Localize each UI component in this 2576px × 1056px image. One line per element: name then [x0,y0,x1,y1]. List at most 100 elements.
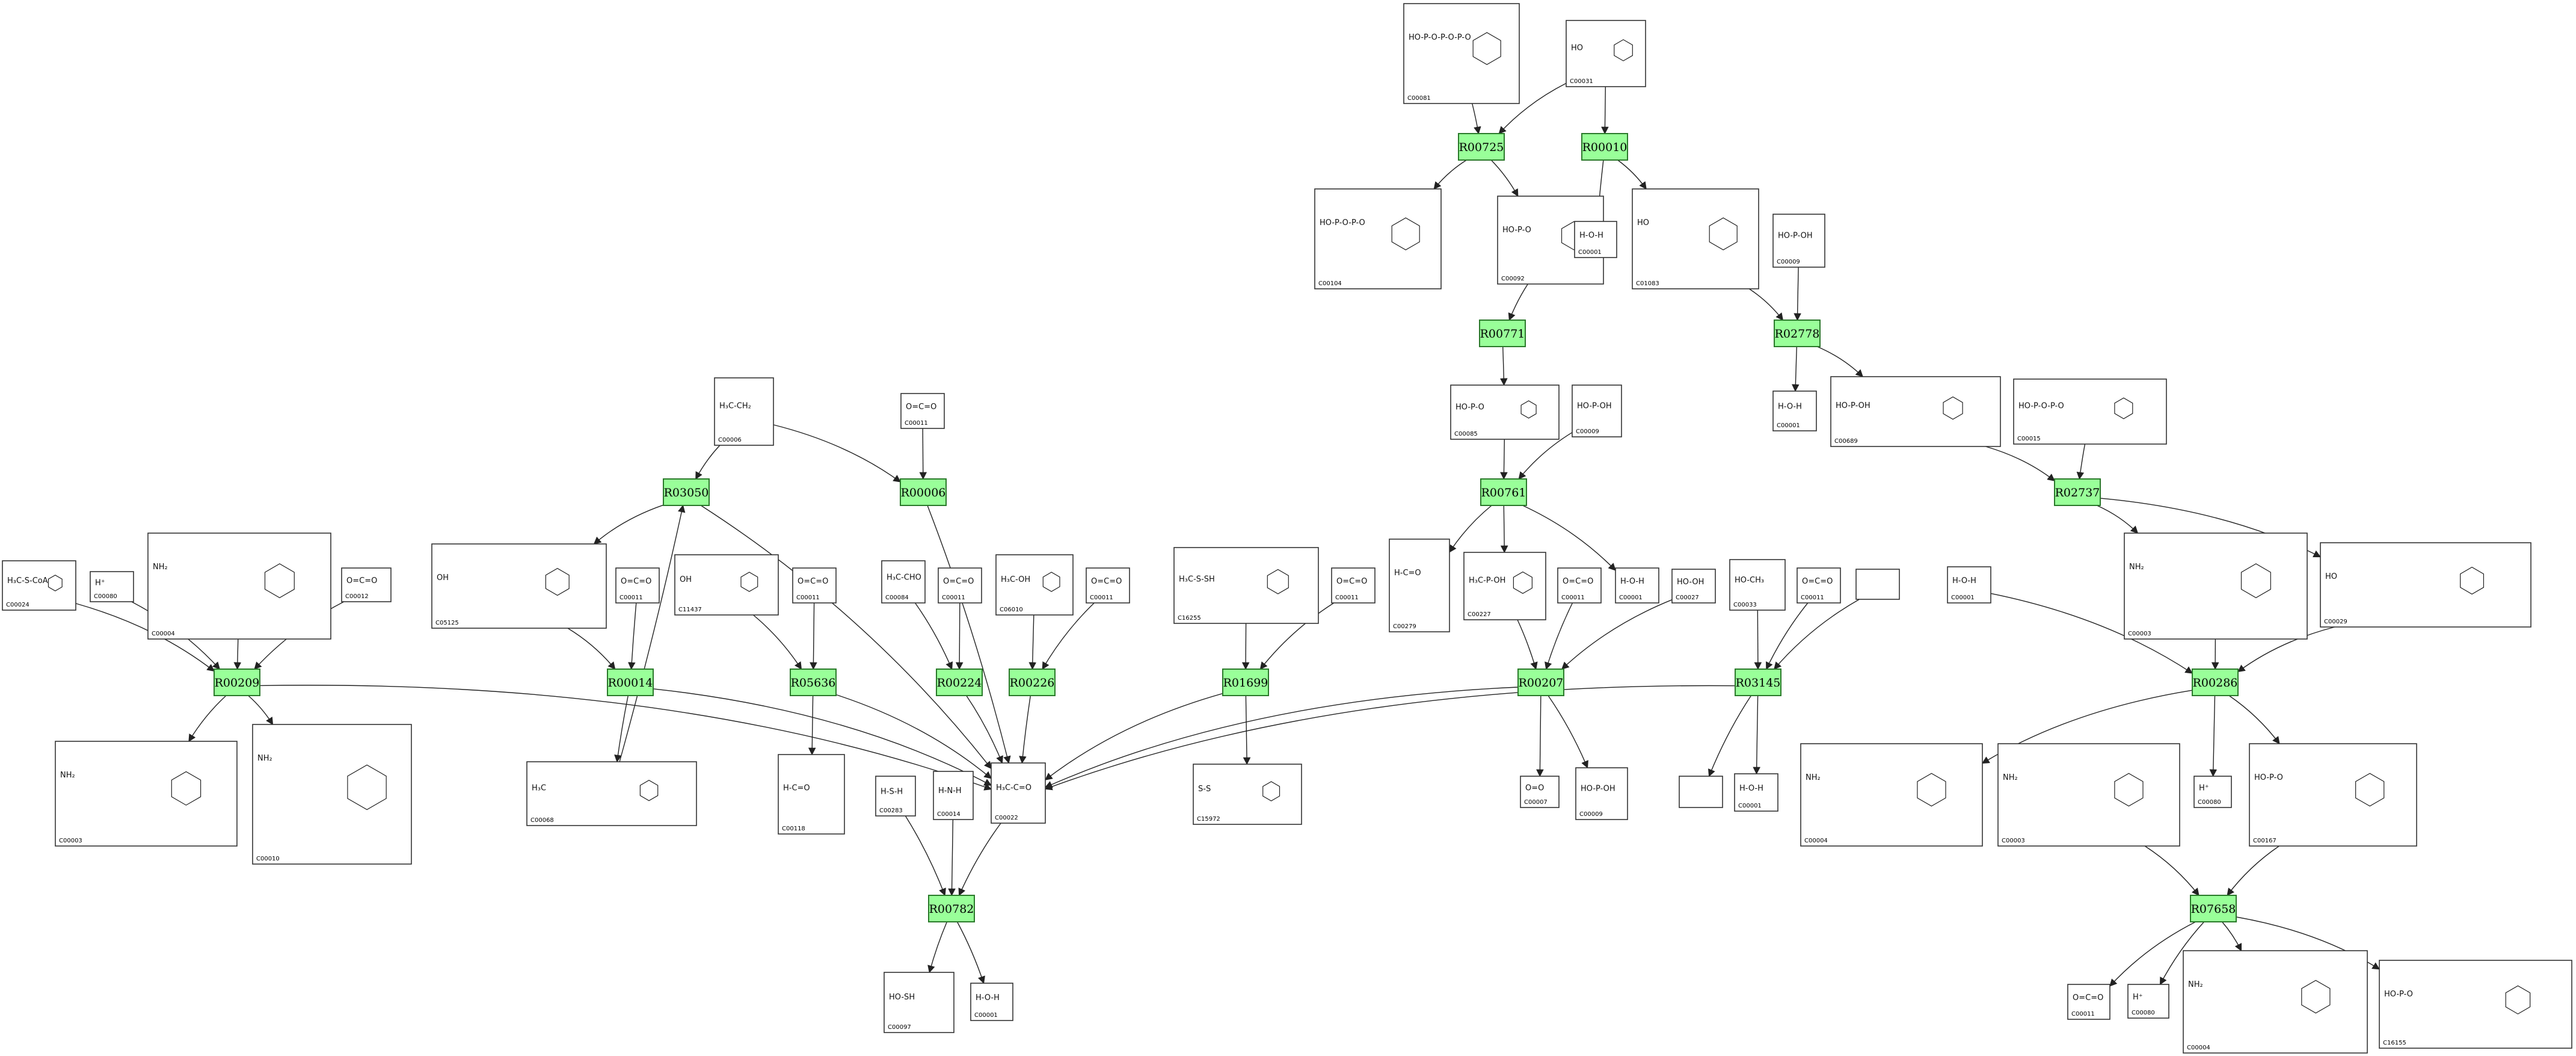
compound-structure-text: O=C=O [1336,577,1367,586]
reaction-node-r00010[interactable]: R00010 [1581,133,1628,161]
compound-box [1193,764,1302,825]
reaction-node-r03050[interactable]: R03050 [663,478,710,506]
reaction-node-r00207[interactable]: R00207 [1517,668,1564,696]
reaction-label: R00010 [1582,141,1628,154]
reaction-node-r00761[interactable]: R00761 [1480,478,1527,506]
reaction-node-r00725[interactable]: R00725 [1458,133,1505,161]
edge-arrow [1243,695,1251,765]
reaction-node-r05636[interactable]: R05636 [790,668,837,696]
compound-c-hplus-2[interactable]: H⁺C00080 [2193,776,2232,808]
edge-arrow [628,602,637,670]
edge-arrow [2237,626,2335,673]
compound-c-blank-2[interactable] [1679,776,1723,808]
reaction-node-r00771[interactable]: R00771 [1479,320,1526,347]
compound-id-label: C00004 [2187,1045,2210,1051]
compound-c-hplus-1[interactable]: H⁺C00080 [90,571,134,602]
compound-c-hplus-3[interactable]: H⁺C00080 [2127,984,2169,1019]
reaction-box [1581,133,1628,161]
compound-structure-text: H-S-H [881,788,903,797]
ring-bond [2301,980,2331,1014]
compound-c-blank-1[interactable] [1855,569,1900,600]
reaction-node-r03145[interactable]: R03145 [1735,668,1781,696]
reaction-node-r01699[interactable]: R01699 [1222,668,1269,696]
reaction-node-r00286[interactable]: R00286 [2192,668,2239,696]
reaction-node-r02737[interactable]: R02737 [2054,478,2101,506]
reaction-node-r00226[interactable]: R00226 [1009,668,1056,696]
reaction-node-r00014[interactable]: R00014 [607,668,654,696]
reaction-node-r00224[interactable]: R00224 [936,668,983,696]
compound-structure-text: HO-P-O-P-O [2018,402,2064,411]
reaction-box [1009,668,1056,696]
compound-id-label: C00104 [1318,280,1342,287]
reaction-node-r02778[interactable]: R02778 [1774,320,1821,347]
reaction-node-r07658[interactable]: R07658 [2190,895,2237,922]
reaction-node-r00782[interactable]: R00782 [928,895,975,922]
reaction-box [2192,668,2239,696]
compound-id-label: C15972 [1197,816,1220,823]
compound-box [1830,376,2001,447]
edge-arrow [2144,845,2199,896]
compound-id-label: C00009 [1579,811,1603,818]
compound-structure-text: HO-OH [1677,578,1704,587]
reaction-node-r00006[interactable]: R00006 [900,478,947,506]
reaction-node-r00209[interactable]: R00209 [214,668,260,696]
reaction-label: R00771 [1480,327,1525,341]
edge-arrow [1044,687,1519,788]
